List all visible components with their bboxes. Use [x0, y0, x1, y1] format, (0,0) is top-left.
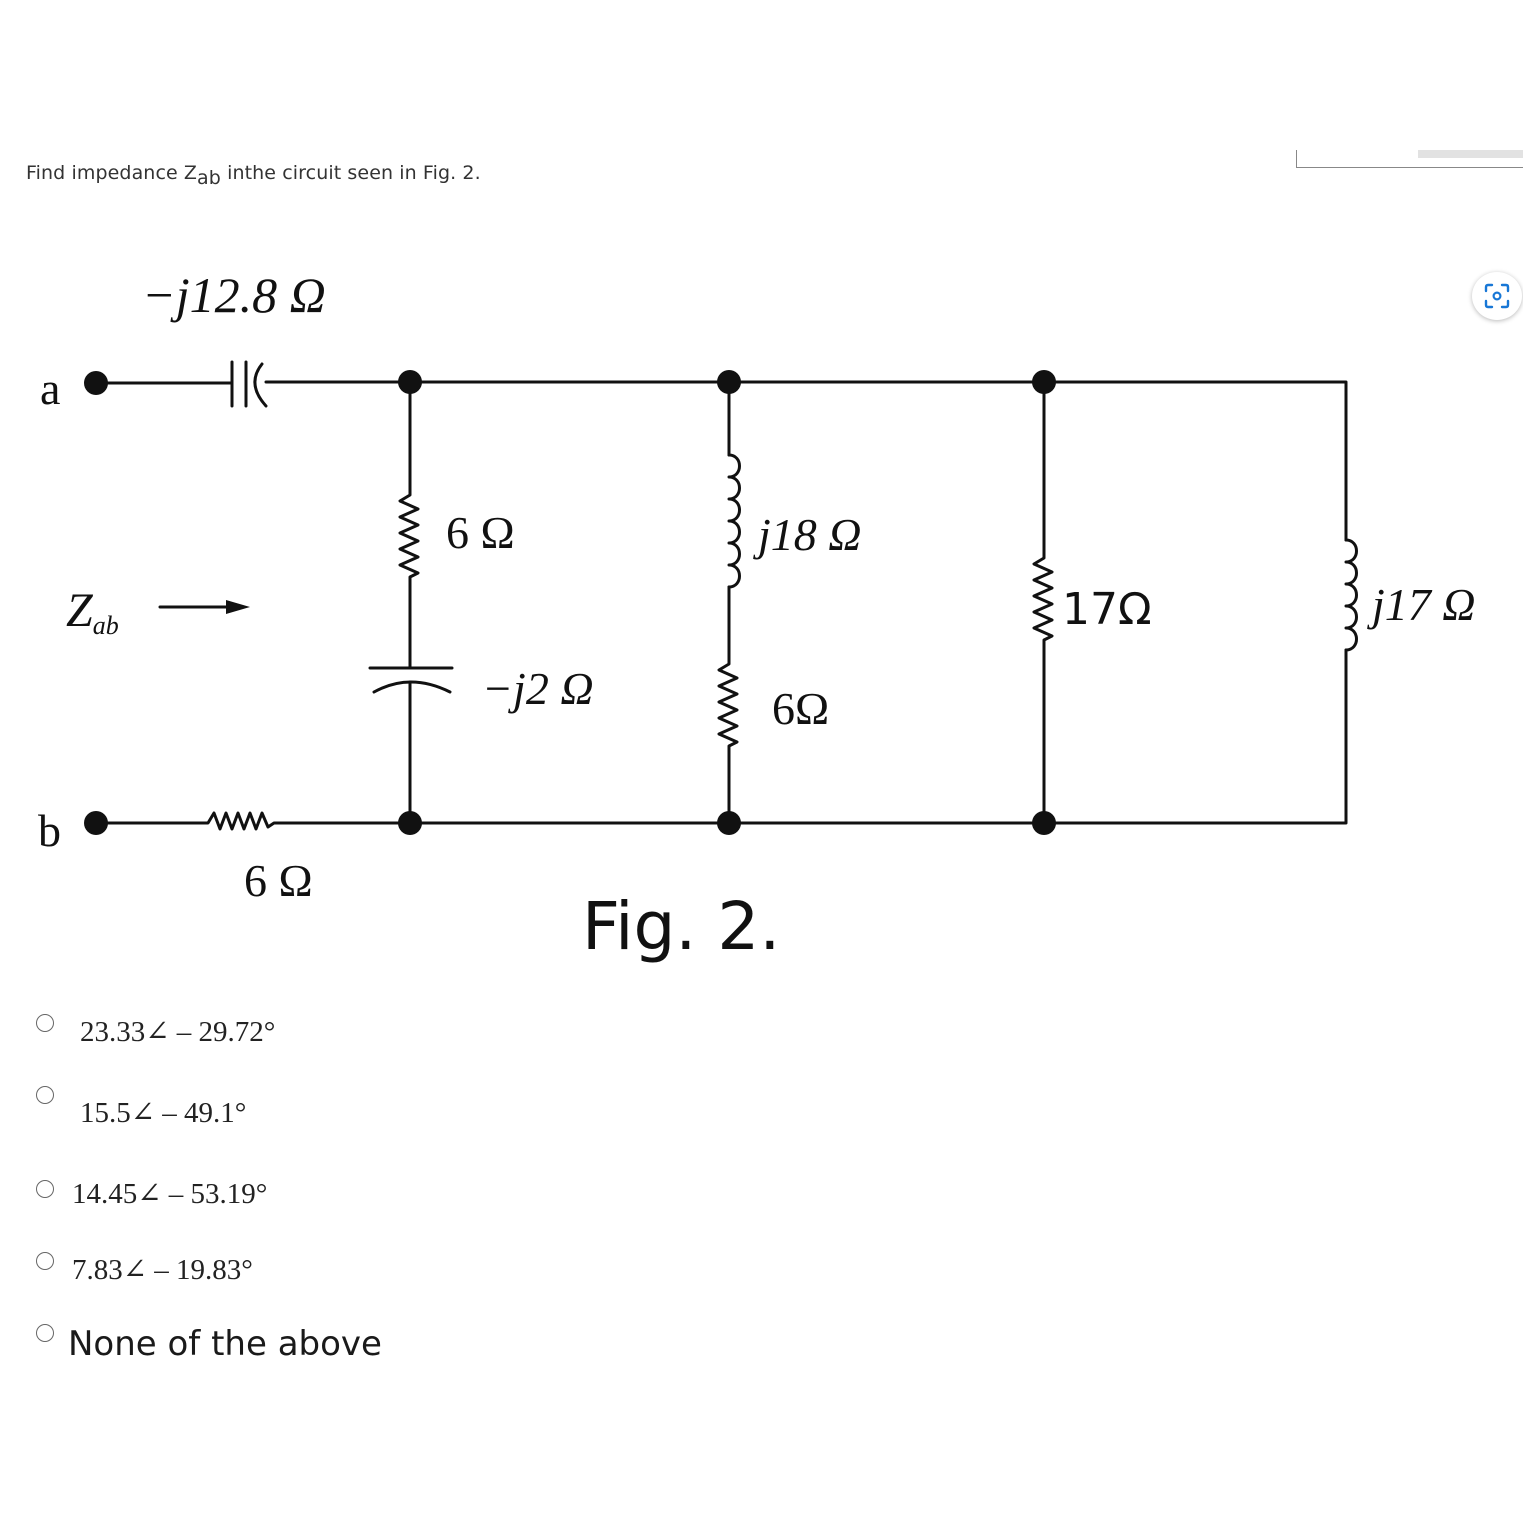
terminal-a-dot [84, 371, 108, 395]
branch2-resistor-label: 6Ω [772, 683, 829, 734]
question-suffix: inthe circuit seen in Fig. 2. [220, 162, 481, 184]
partial-box-fill [1418, 150, 1523, 158]
figure-caption: Fig. 2. [582, 888, 781, 965]
option-4-label: 7.83∠ – 19.83° [72, 1254, 253, 1286]
series-resistor-label: 6 Ω [244, 855, 313, 906]
branch1-capacitor-label: −j2 Ω [482, 663, 594, 714]
terminal-b-dot [84, 811, 108, 835]
node-bottom-3 [1032, 811, 1056, 835]
terminal-a-label: a [40, 363, 60, 414]
branch4-inductor-symbol [1344, 538, 1358, 652]
scan-icon [1484, 283, 1510, 309]
node-top-3 [1032, 370, 1056, 394]
terminal-b-label: b [38, 805, 61, 856]
scan-button[interactable] [1472, 272, 1522, 320]
node-bottom-2 [717, 811, 741, 835]
series-capacitor-symbol [230, 360, 248, 408]
branch2-inductor-symbol [727, 453, 741, 589]
wire-top [264, 380, 1348, 398]
series-capacitor-label: −j12.8 Ω [142, 267, 326, 323]
branch1-resistor-label: 6 Ω [446, 507, 515, 558]
node-bottom-1 [398, 811, 422, 835]
branch1-cap-curve [372, 680, 452, 694]
node-top-2 [717, 370, 741, 394]
option-2-radio[interactable] [36, 1086, 54, 1104]
series-resistor-symbol [94, 806, 1348, 831]
option-5-radio[interactable] [36, 1324, 54, 1342]
question-subscript: ab [197, 167, 221, 189]
branch4-inductor-label: j17 Ω [1367, 579, 1476, 630]
branch1-resistor-symbol [398, 380, 420, 670]
option-2-label: 15.5∠ – 49.1° [80, 1097, 247, 1129]
option-4-radio[interactable] [36, 1252, 54, 1270]
option-1-radio[interactable] [36, 1014, 54, 1032]
branch3-resistor-label: 17Ω [1062, 584, 1152, 635]
branch2-resistor-symbol [717, 585, 739, 825]
option-1-label: 23.33∠ – 29.72° [80, 1016, 276, 1048]
branch2-inductor-label: j18 Ω [753, 509, 862, 560]
branch3-resistor-symbol [1032, 380, 1054, 825]
series-capacitor-curve [253, 362, 268, 408]
zab-arrow-head [226, 600, 250, 614]
zab-label: Zab [66, 584, 119, 640]
node-top-1 [398, 370, 422, 394]
option-3-radio[interactable] [36, 1180, 54, 1198]
circuit-diagram: a b −j12.8 Ω 6 Ω 6 Ω −j2 Ω j18 Ω 6Ω 17Ω … [38, 267, 1476, 906]
question-text: Find impedance Zab inthe circuit seen in… [26, 162, 481, 189]
question-prefix: Find impedance Z [26, 162, 198, 184]
option-5-label: None of the above [68, 1324, 382, 1364]
option-3-label: 14.45∠ – 53.19° [72, 1178, 268, 1210]
